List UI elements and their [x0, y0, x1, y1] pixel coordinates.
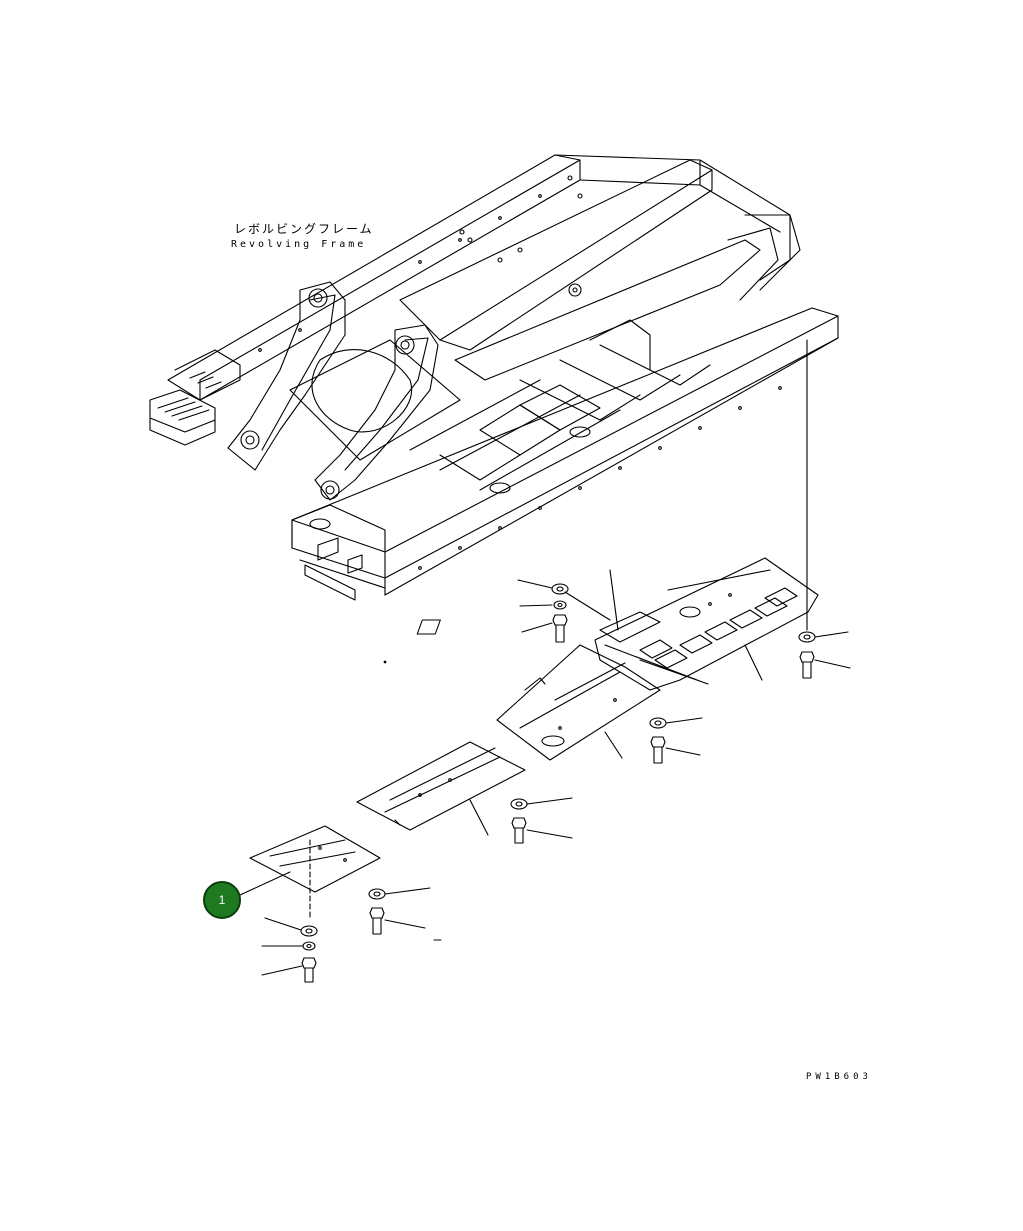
cover-plate-3	[356, 741, 526, 836]
cover-plate-item-1	[239, 825, 381, 921]
revolving-frame	[149, 154, 839, 601]
callout-leader-line	[239, 871, 291, 896]
cover-plate-rear	[416, 557, 819, 691]
frame-label-english: Revolving Frame	[231, 239, 367, 250]
cover-plate-2	[496, 644, 661, 761]
callout-item-1[interactable]: 1	[203, 881, 241, 919]
callout-number: 1	[218, 893, 226, 907]
fasteners	[261, 579, 851, 983]
frame-label-japanese: レボルビングフレーム	[234, 222, 374, 236]
drawing-code: PW1B603	[806, 1072, 872, 1082]
